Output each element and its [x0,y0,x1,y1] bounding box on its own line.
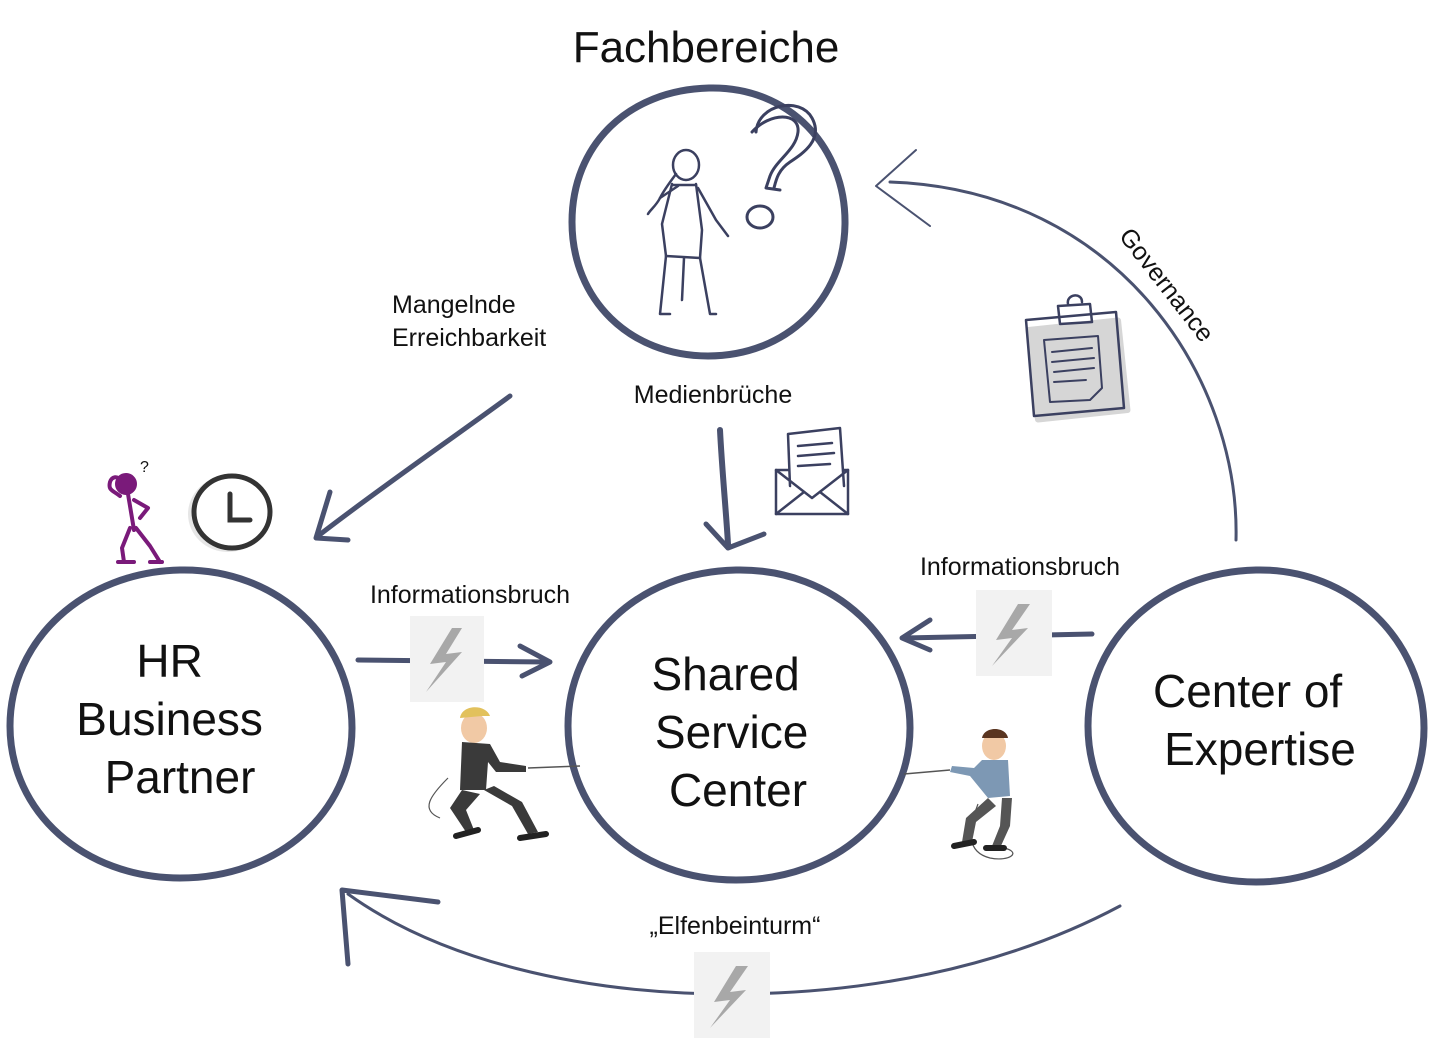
arrow-elfenbeinturm-head [339,887,441,967]
erreichbarkeit-label: Mangelnde Erreichbarkeit [392,291,546,352]
tug-of-war-man-icon [903,729,1014,860]
shared-service-center-node: Shared Service Center [564,566,914,884]
ssc-label: Shared Service Center [651,648,821,816]
clipboard-icon [1024,294,1131,423]
arrow-medienbrueche [717,427,731,547]
hrbp-label: HR Business Partner [76,635,275,803]
erreichbarkeit-line-1: Mangelnde [392,291,516,319]
coe-line-2: Expertise [1164,723,1356,775]
lightning-bolt-icon [694,952,770,1038]
envelope-letter-icon [774,426,850,516]
fachbereiche-node [568,84,849,360]
person-question-icon [646,148,730,316]
ssc-line-2: Service [655,706,808,758]
ssc-line-1: Shared [651,648,799,700]
coe-line-1: Center of [1153,665,1342,717]
arrow-governance-head [875,149,931,227]
confused-person-icon [107,473,164,564]
coe-label: Center of Expertise [1153,665,1356,775]
info-left-label: Informationsbruch [370,581,570,609]
question-mark-icon: ? [140,459,149,476]
arrow-erreichbarkeit [315,393,513,539]
tug-of-war-man-icon [428,707,581,841]
center-of-expertise-node: Center of Expertise [1084,566,1428,886]
governance-label: Governance [1113,223,1219,348]
arrow-erreichbarkeit-head [313,489,351,543]
medienbrueche-label: Medienbrüche [634,381,792,409]
arrow-info-right-head [899,617,933,653]
lightning-bolt-icon [976,590,1052,676]
arrow-info-left-head [517,643,553,679]
erreichbarkeit-line-2: Erreichbarkeit [392,324,546,352]
hr-business-partner-node: HR Business Partner [6,566,356,882]
elfenbeinturm-label: „Elfenbeinturm“ [650,912,821,940]
diagram-title: Fachbereiche [573,23,840,72]
ssc-line-3: Center [669,764,807,816]
lightning-bolt-icon [410,616,484,702]
info-right-label: Informationsbruch [920,553,1120,581]
question-mark-icon [745,103,817,230]
arrow-medienbrueche-head [703,521,767,551]
hrbp-line-2: Business [76,693,263,745]
arrow-governance [888,180,1238,542]
hrbp-line-1: HR [136,635,202,687]
hrbp-line-3: Partner [105,751,256,803]
clock-icon [188,473,273,552]
